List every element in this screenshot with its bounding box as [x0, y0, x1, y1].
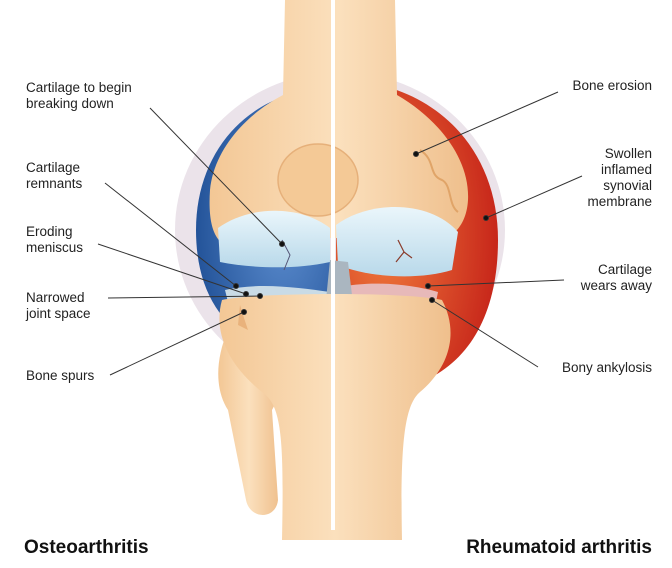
title-osteoarthritis: Osteoarthritis [24, 537, 149, 559]
label-cartilage-breaking-down: Cartilage to begin breaking down [26, 80, 132, 112]
label-cartilage-remnants: Cartilage remnants [26, 160, 82, 192]
label-narrowed-joint-space: Narrowed joint space [26, 290, 91, 322]
label-bone-spurs: Bone spurs [26, 368, 94, 384]
label-bone-erosion: Bone erosion [572, 78, 652, 94]
label-eroding-meniscus: Eroding meniscus [26, 224, 83, 256]
title-rheumatoid-arthritis: Rheumatoid arthritis [466, 537, 652, 559]
label-swollen-synovial-membrane: Swollen inflamed synovial membrane [587, 146, 652, 210]
label-bony-ankylosis: Bony ankylosis [562, 360, 652, 376]
femur [210, 0, 469, 248]
label-cartilage-wears-away: Cartilage wears away [581, 262, 652, 294]
